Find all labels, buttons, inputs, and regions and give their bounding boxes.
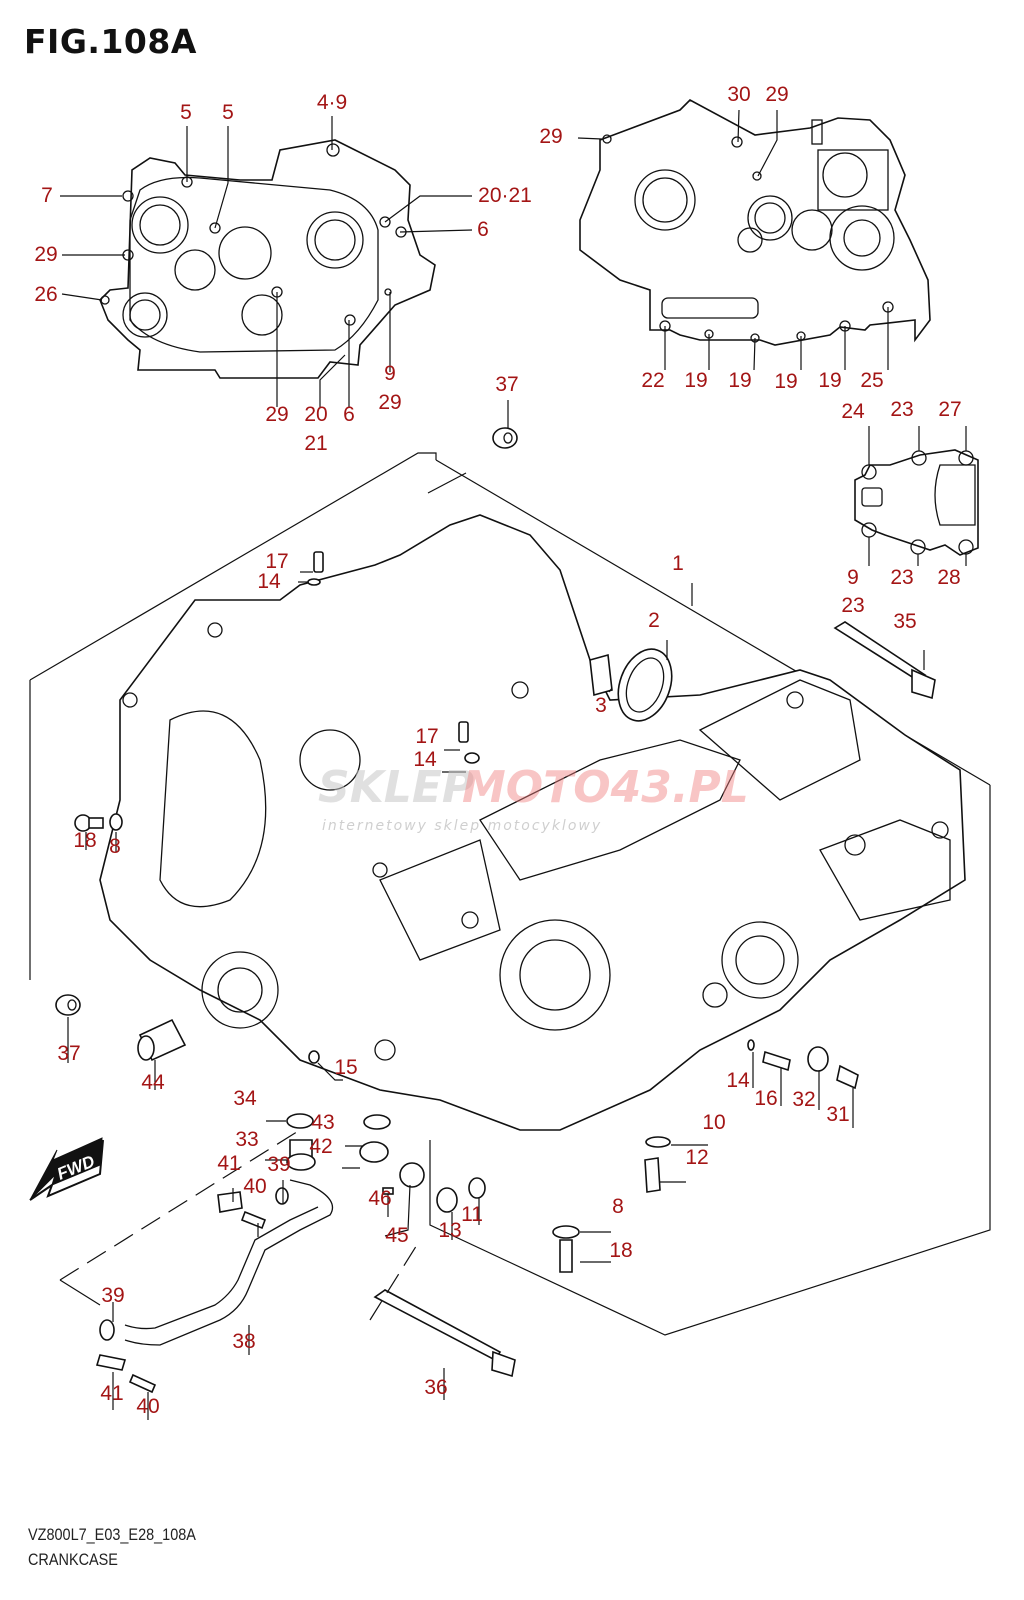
callout-cover-28: 28 <box>937 566 960 589</box>
callout-right-half-19: 19 <box>774 370 797 393</box>
callout-main-32: 32 <box>792 1088 815 1111</box>
callout-main-40: 40 <box>243 1175 266 1198</box>
figure-title: FIG.108A <box>24 22 197 61</box>
watermark: SKLEP MOTO43.PL internetowy sklep motocy… <box>318 762 749 834</box>
callout-main-10: 10 <box>702 1111 725 1134</box>
callout-main-18: 18 <box>609 1239 632 1262</box>
callout-main-3: 3 <box>595 694 607 717</box>
callout-main-18: 18 <box>73 829 96 852</box>
callout-right-half-30: 30 <box>727 83 750 106</box>
callout-cover-23: 23 <box>890 398 913 421</box>
callout-right-half-19: 19 <box>684 369 707 392</box>
callout-main-34: 34 <box>233 1087 257 1110</box>
callout-left-half-20: 20 <box>304 403 327 426</box>
callout-main-39: 39 <box>267 1153 290 1176</box>
right-crankcase-half <box>579 99 931 346</box>
callout-main-12: 12 <box>685 1146 708 1169</box>
callout-cover-23: 23 <box>890 566 913 589</box>
callout-main-33: 33 <box>235 1128 258 1151</box>
leader-lines <box>59 109 967 1420</box>
callout-cover-23: 23 <box>841 594 864 617</box>
callout-main-39: 39 <box>101 1284 124 1307</box>
callout-left-half-7: 7 <box>41 184 53 207</box>
callout-left-half-29: 29 <box>34 243 57 266</box>
small-parts <box>55 427 936 1394</box>
main-crankcase-assembly <box>99 514 966 1131</box>
callout-left-half-20-21: 20·21 <box>478 184 532 207</box>
left-crankcase-half <box>99 139 436 379</box>
figure-code: VZ800L7_E03_E28_108A <box>28 1525 196 1544</box>
callout-main-13: 13 <box>438 1219 461 1242</box>
callout-main-46: 46 <box>368 1187 391 1210</box>
callout-main-17: 17 <box>265 550 288 573</box>
callout-main-14: 14 <box>726 1069 750 1092</box>
figure-name: CRANKCASE <box>28 1550 118 1569</box>
callout-right-half-25: 25 <box>860 369 883 392</box>
callout-main-36: 36 <box>424 1376 447 1399</box>
callout-main-44: 44 <box>141 1071 165 1094</box>
callout-cover-9: 9 <box>847 566 859 589</box>
callout-main-40: 40 <box>136 1395 159 1418</box>
callout-main-11: 11 <box>461 1203 483 1226</box>
watermark-brand-left: SKLEP <box>318 762 474 813</box>
callout-cover-27: 27 <box>938 398 961 421</box>
watermark-brand-right: MOTO43.PL <box>462 762 749 813</box>
callout-right-half-19: 19 <box>728 369 751 392</box>
callout-main-15: 15 <box>334 1056 357 1079</box>
callout-main-31: 31 <box>826 1103 849 1126</box>
callout-main-14: 14 <box>413 748 437 771</box>
callout-main-41: 41 <box>217 1152 240 1175</box>
callout-main-8: 8 <box>109 835 121 858</box>
callout-main-38: 38 <box>232 1330 255 1353</box>
callout-main-17: 17 <box>415 725 438 748</box>
callout-right-half-19: 19 <box>818 369 841 392</box>
callout-left-half-5: 5 <box>222 101 234 124</box>
callout-right-half-22: 22 <box>641 369 664 392</box>
callout-left-half-29: 29 <box>265 403 288 426</box>
callout-main-42: 42 <box>309 1135 332 1158</box>
callout-main-14: 14 <box>257 570 281 593</box>
fwd-direction-arrow: FWD <box>29 1137 104 1201</box>
callout-left-half-6: 6 <box>343 403 355 426</box>
callout-main-8: 8 <box>612 1195 624 1218</box>
callout-left-half-21: 21 <box>304 432 327 455</box>
crankcase-cover <box>854 449 979 556</box>
callout-left-half-4-9: 4·9 <box>317 91 347 114</box>
callout-main-45: 45 <box>385 1224 408 1247</box>
callout-left-half-29: 29 <box>378 391 401 414</box>
callout-main-43: 43 <box>311 1111 334 1134</box>
callout-right-half-29: 29 <box>765 83 788 106</box>
callout-main-2: 2 <box>648 609 660 632</box>
callout-main-1: 1 <box>672 552 684 575</box>
callout-main-37: 37 <box>57 1042 80 1065</box>
callout-main-37: 37 <box>495 373 518 396</box>
callout-cover-24: 24 <box>841 400 865 423</box>
callout-left-half-26: 26 <box>34 283 57 306</box>
callout-main-35: 35 <box>893 610 916 633</box>
callout-left-half-9: 9 <box>384 362 396 385</box>
watermark-tagline: internetowy sklep motocyklowy <box>322 818 602 834</box>
callout-main-16: 16 <box>754 1087 777 1110</box>
callout-left-half-5: 5 <box>180 101 192 124</box>
callout-left-half-6: 6 <box>477 218 489 241</box>
callout-right-half-29: 29 <box>539 125 562 148</box>
callout-main-41: 41 <box>100 1382 123 1405</box>
